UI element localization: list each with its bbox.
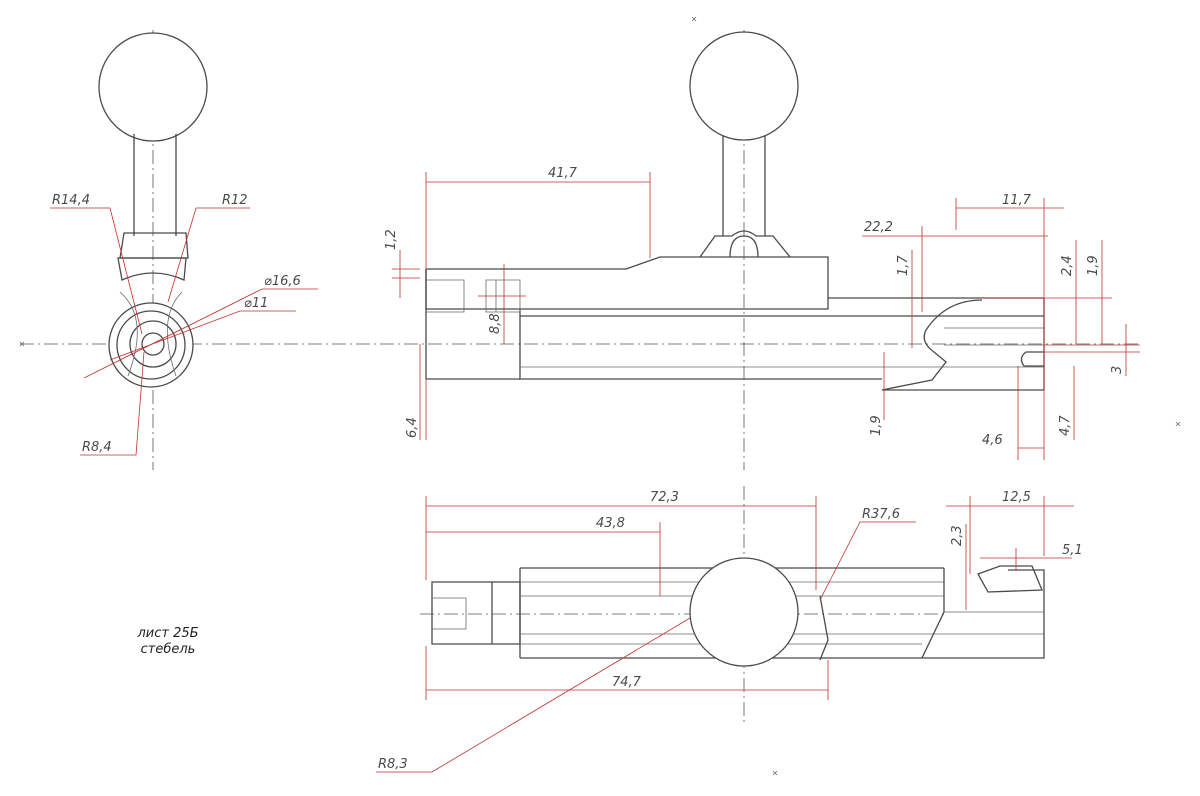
dim-41-7: 41,7 (548, 166, 578, 181)
dim-2-4: 2,4 (1060, 255, 1075, 276)
knob-ball-top-view (689, 557, 799, 667)
dim-11-7: 11,7 (1002, 193, 1032, 208)
dimension-labels: R14,4 R12 ⌀16,6 ⌀11 R8,4 41,7 1,2 8,8 6,… (52, 166, 1125, 772)
dim-6-4: 6,4 (405, 417, 420, 438)
dim-1-9-right: 1,9 (1086, 255, 1101, 276)
knob-ball-side-view (689, 31, 799, 141)
dim-8-8: 8,8 (488, 313, 503, 334)
dim-1-2: 1,2 (384, 229, 399, 250)
dim-72-3: 72,3 (650, 490, 679, 505)
side-view (425, 31, 1045, 391)
dim-5-1: 5,1 (1062, 543, 1083, 558)
centerlines (20, 30, 1140, 725)
sheet-note: лист 25Б стебель (108, 626, 228, 658)
dim-2-3: 2,3 (950, 525, 965, 546)
dim-r8-4: R8,4 (82, 440, 112, 455)
dim-12-5: 12,5 (1002, 490, 1031, 505)
shaft-outer-circle (108, 302, 194, 388)
dim-22-2: 22,2 (864, 220, 893, 235)
dim-r14-4: R14,4 (52, 193, 90, 208)
dim-4-6: 4,6 (982, 433, 1003, 448)
dimension-lines (50, 172, 1140, 773)
dim-1-9-lower: 1,9 (869, 415, 884, 436)
dim-4-7: 4,7 (1058, 415, 1073, 436)
dim-r37-6: R37,6 (862, 507, 900, 522)
sheet-number: лист 25Б (137, 626, 199, 641)
dim-43-8: 43,8 (596, 516, 625, 531)
dim-diameter-11: ⌀11 (244, 296, 268, 311)
dim-1-7: 1,7 (896, 255, 911, 276)
top-view (431, 557, 1045, 667)
dim-74-7: 74,7 (612, 675, 642, 690)
dim-r12: R12 (222, 193, 248, 208)
registration-marks (19, 16, 1181, 776)
dim-diameter-16-6: ⌀16,6 (264, 274, 301, 289)
part-name: стебель (140, 642, 196, 657)
dim-3: 3 (1110, 366, 1125, 374)
knob-ball-end-view (98, 32, 208, 142)
dim-r8-3: R8,3 (378, 757, 408, 772)
end-view (98, 32, 208, 388)
